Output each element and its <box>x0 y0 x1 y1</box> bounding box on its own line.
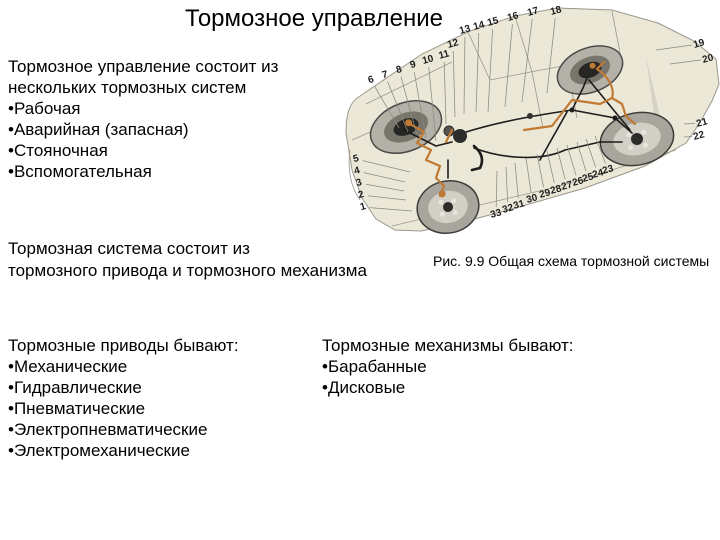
leader-line <box>463 36 466 115</box>
bullet-item: •Рабочая <box>8 99 81 118</box>
part-number: 22 <box>692 129 706 143</box>
leader-line <box>546 150 555 184</box>
leader-line <box>655 44 693 51</box>
brake-accent-lines <box>408 60 637 198</box>
trunk-line <box>646 57 661 122</box>
wheel-front-near <box>416 180 480 234</box>
part-number: 2 <box>357 189 366 201</box>
bullet-item: •Пневматические <box>8 399 146 418</box>
leader-line <box>585 138 597 168</box>
bullet-item: •Электромеханические <box>8 441 190 460</box>
leader-line <box>365 183 405 192</box>
bullet-item: •Гидравлические <box>8 378 142 397</box>
leader-line <box>683 136 693 138</box>
brake-lines <box>403 77 633 179</box>
part-number: 27 <box>560 179 574 193</box>
leader-line <box>566 144 577 176</box>
part-number: 20 <box>701 52 715 66</box>
bullet-item: •Вспомогательная <box>8 162 152 181</box>
intro-line: нескольких тормозных систем <box>8 78 247 97</box>
middle-statement: Тормозная система состоит из тормозного … <box>8 238 367 282</box>
leader-line <box>387 81 409 133</box>
part-number: 25 <box>581 171 595 185</box>
intro-block: Тормозное управление состоит из нескольк… <box>8 56 278 182</box>
leader-line <box>594 135 606 164</box>
car-outline-group <box>345 7 720 232</box>
wheel-front-far <box>369 100 443 154</box>
bullet-item: •Электропневматические <box>8 420 208 439</box>
leader-line <box>428 66 437 142</box>
bullet-item: •Механические <box>8 357 128 376</box>
intro-line: Тормозное управление состоит из <box>8 57 279 76</box>
leader-line <box>514 162 519 199</box>
leader-line <box>452 50 456 118</box>
part-number: 6 <box>367 74 376 86</box>
leader-line <box>487 28 493 113</box>
leader-line <box>669 59 702 65</box>
bullet-item: •Барабанные <box>322 357 427 376</box>
leader-line <box>400 76 418 136</box>
part-number: 23 <box>601 163 615 177</box>
part-number: 31 <box>512 198 526 212</box>
part-number: 26 <box>571 175 585 189</box>
brake-pedal <box>470 144 484 172</box>
leader-line <box>367 195 407 201</box>
wheel-rear-far <box>556 45 624 95</box>
middle-line: тормозного привода и тормозного механизм… <box>8 261 367 280</box>
part-number: 19 <box>692 37 706 51</box>
part-number: 8 <box>395 64 404 76</box>
leader-line <box>525 157 532 193</box>
leader-line <box>413 71 427 139</box>
part-number: 21 <box>695 116 709 130</box>
mechanisms-block: Тормозные механизмы бывают: •Барабанные … <box>322 335 573 398</box>
part-number: 3 <box>355 177 364 189</box>
mechanisms-header: Тормозные механизмы бывают: <box>322 336 574 355</box>
middle-line: Тормозная система состоит из <box>8 239 250 258</box>
leader-line <box>576 141 587 172</box>
bullet-item: •Стояночная <box>8 141 108 160</box>
brake-booster <box>453 129 467 143</box>
leader-line <box>556 147 566 180</box>
page-title: Тормозное управление <box>185 5 443 32</box>
bullet-item: •Аварийная (запасная) <box>8 120 189 139</box>
part-number: 12 <box>446 37 460 51</box>
car-body <box>345 7 720 232</box>
leader-line <box>363 172 406 183</box>
part-number: 11 <box>438 48 451 61</box>
drives-block: Тормозные приводы бывают: •Механические … <box>8 335 239 461</box>
part-number: 5 <box>352 153 361 165</box>
leader-line <box>374 85 400 129</box>
part-number: 7 <box>381 69 390 81</box>
figure-caption: Рис. 9.9 Общая схема тормозной системы <box>433 253 710 269</box>
part-number: 1 <box>359 201 368 213</box>
part-number: 4 <box>353 165 362 177</box>
leader-line <box>369 207 413 212</box>
leader-line <box>443 61 447 125</box>
part-number: 9 <box>409 59 418 71</box>
part-number: 32 <box>501 202 515 216</box>
leader-line <box>475 32 480 113</box>
part-number: 30 <box>525 192 539 206</box>
leader-line <box>362 160 411 173</box>
part-number: 10 <box>421 53 435 67</box>
leader-line <box>504 23 513 108</box>
bullet-item: •Дисковые <box>322 378 406 397</box>
part-number: 28 <box>549 183 563 197</box>
leader-line <box>683 123 696 125</box>
leader-line <box>505 166 509 203</box>
leader-line <box>495 170 498 208</box>
part-number: 29 <box>538 187 552 201</box>
wheel-rear-near <box>599 111 675 167</box>
drives-header: Тормозные приводы бывают: <box>8 336 239 355</box>
leader-line <box>536 153 544 188</box>
part-number: 24 <box>591 167 605 181</box>
master-cylinder <box>443 125 455 137</box>
part-number: 33 <box>489 207 503 221</box>
